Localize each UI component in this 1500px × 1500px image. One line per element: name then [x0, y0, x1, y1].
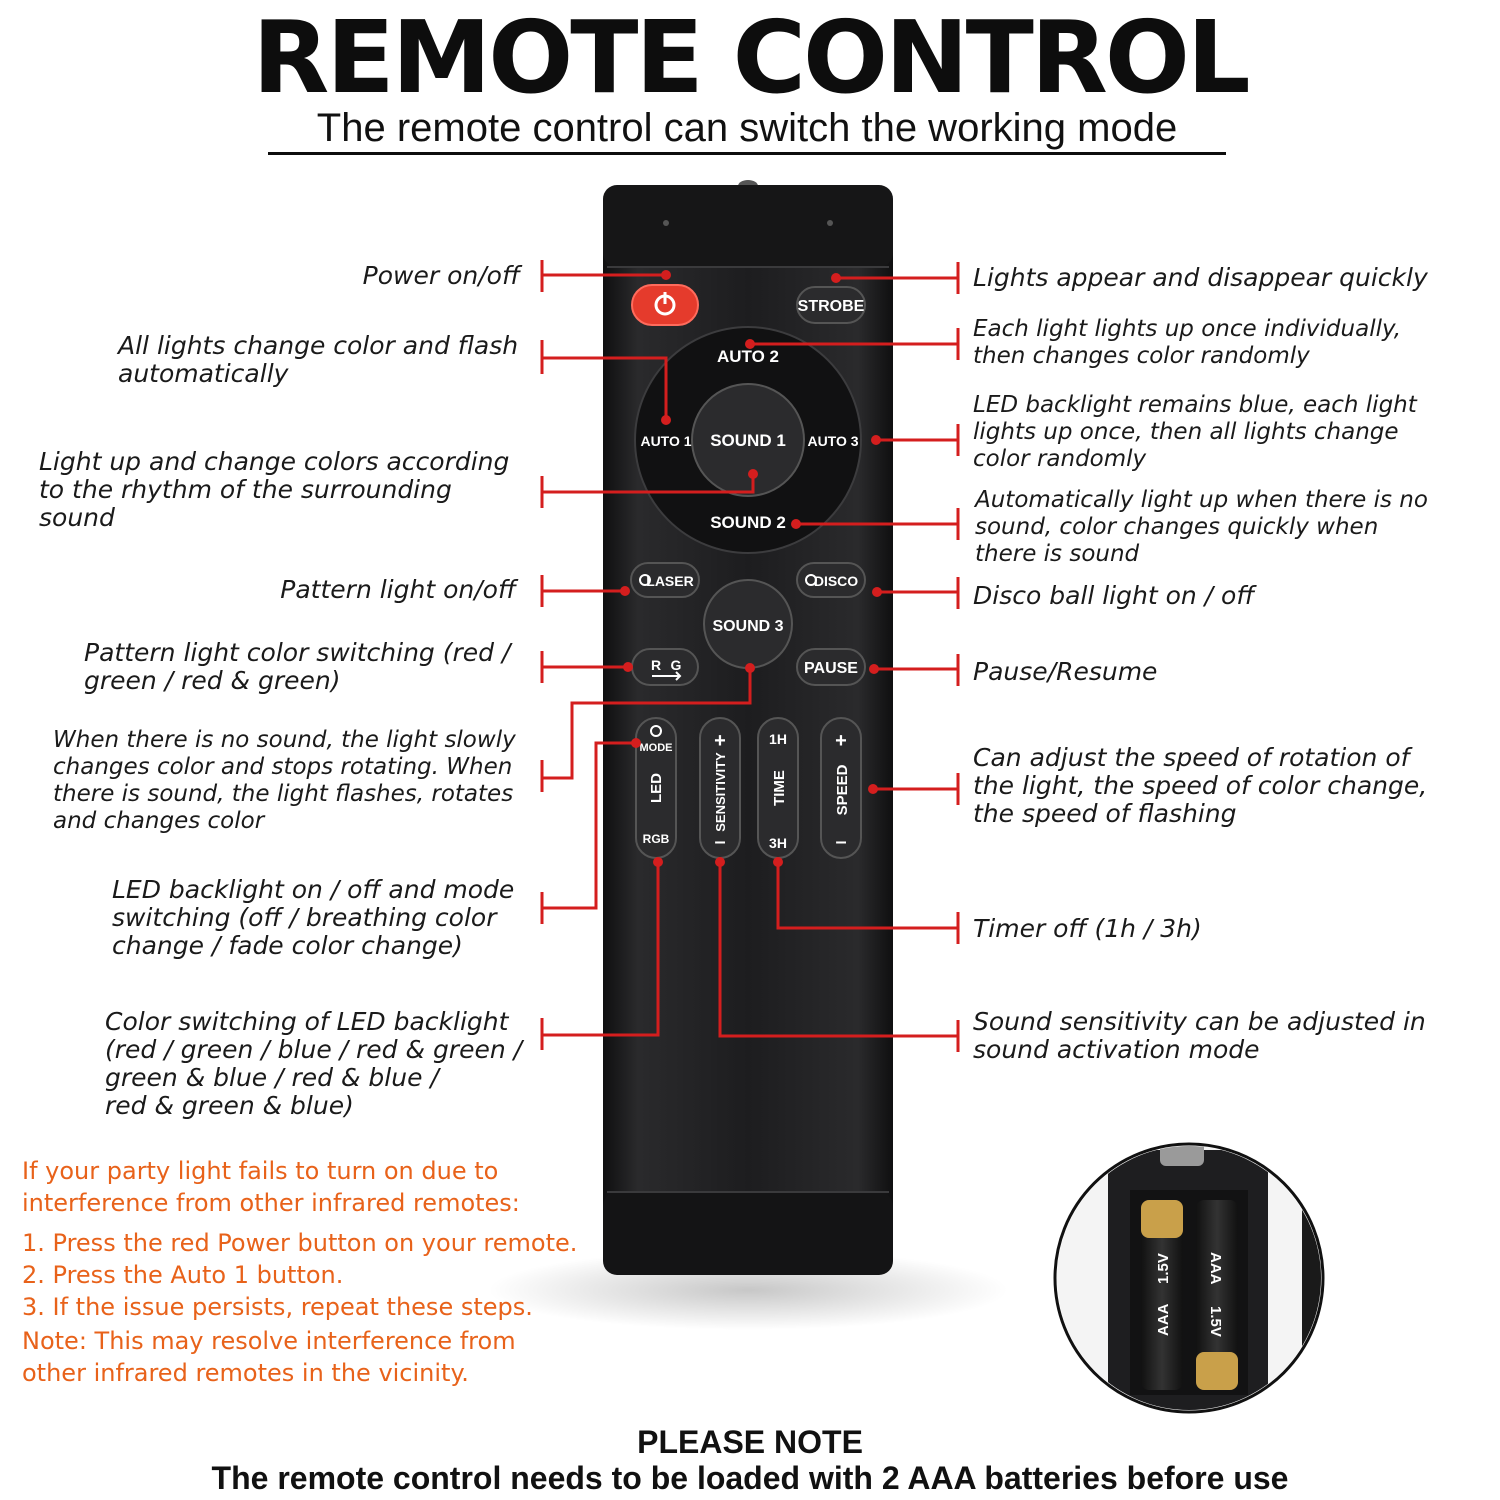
auto1-button[interactable]: AUTO 1 — [640, 433, 691, 449]
label-pause: Pause/Resume — [973, 657, 1158, 686]
power-icon — [650, 725, 662, 737]
troubleshoot-note: other infrared remotes in the vicinity. — [22, 1359, 469, 1387]
sound2-button[interactable]: SOUND 2 — [710, 513, 786, 532]
troubleshoot-note: Note: This may resolve interference from — [22, 1327, 516, 1355]
leader-auto1 — [540, 340, 668, 420]
page-subtitle: The remote control can switch the workin… — [268, 104, 1226, 155]
sound1-button[interactable] — [691, 383, 805, 497]
sound1-label: SOUND 1 — [710, 431, 786, 450]
leader-sound2 — [796, 508, 960, 540]
page-title: REMOTE CONTROL — [252, 0, 1250, 116]
laser-button[interactable]: LASER — [630, 562, 700, 598]
leader-sound1 — [540, 474, 755, 508]
label-rgb: Color switching of LED backlight(red / g… — [105, 1007, 523, 1120]
pause-label: PAUSE — [804, 660, 858, 677]
troubleshoot-step: 2. Press the Auto 1 button. — [22, 1261, 344, 1289]
pause-button[interactable]: PAUSE — [796, 648, 866, 686]
auto3-button[interactable]: AUTO 3 — [807, 433, 858, 449]
troubleshoot-line: interference from other infrared remotes… — [22, 1189, 520, 1217]
label-sound3: When there is no sound, the light slowly… — [53, 727, 516, 834]
sensitivity-minus: – — [714, 831, 725, 853]
swap-icon — [652, 671, 682, 681]
speed-plus: + — [835, 730, 847, 752]
sensitivity-plus: + — [714, 730, 726, 752]
mode-label: MODE — [640, 742, 673, 754]
label-disco: Disco ball light on / off — [973, 581, 1255, 610]
leader-rg — [540, 651, 628, 683]
battery-voltage-label: 1.5V — [1155, 1253, 1172, 1284]
timer-3h-label: 3H — [769, 835, 787, 851]
timer-1h-label: 1H — [769, 731, 787, 747]
leader-strobe — [836, 262, 960, 294]
strobe-button[interactable]: STROBE — [796, 286, 866, 324]
leader-sound3 — [540, 668, 752, 792]
please-note-text: The remote control needs to be loaded wi… — [211, 1460, 1289, 1496]
power-icon — [805, 574, 817, 586]
label-auto2: Each light lights up once individually,t… — [973, 316, 1402, 369]
auto2-button[interactable]: AUTO 2 — [717, 347, 779, 366]
sensitivity-rocker[interactable]: + SENSITIVITY – — [699, 717, 741, 859]
leader-pause — [874, 654, 960, 686]
mode-ring: AUTO 2 AUTO 1 AUTO 3 SOUND 1 SOUND 2 — [634, 326, 862, 554]
label-strobe: Lights appear and disappear quickly — [973, 263, 1428, 292]
led-label: LED — [648, 773, 665, 803]
leader-auto3 — [876, 424, 960, 456]
rg-r-label: R — [651, 657, 661, 673]
leader-mode — [540, 741, 636, 924]
power-button[interactable] — [631, 284, 699, 326]
leader-disco — [877, 577, 960, 609]
speed-minus: – — [835, 831, 846, 853]
leader-sensitivity — [718, 862, 960, 1052]
troubleshoot-step: 1. Press the red Power button on your re… — [22, 1229, 578, 1257]
battery-left: AAA 1.5V — [1141, 1200, 1183, 1390]
speed-rocker[interactable]: + SPEED – — [820, 717, 862, 859]
battery-inset: AAA 1.5V AAA 1.5V — [1053, 1142, 1325, 1414]
time-label: TIME — [771, 770, 788, 806]
rgb-label: RGB — [643, 832, 670, 846]
battery-right: AAA 1.5V — [1196, 1200, 1238, 1390]
speed-label: SPEED — [834, 764, 851, 815]
leader-power — [540, 260, 666, 292]
please-note-heading: PLEASE NOTE — [637, 1424, 863, 1460]
sound3-label: SOUND 3 — [712, 618, 783, 635]
sensitivity-label: SENSITIVITY — [713, 752, 728, 832]
label-time: Timer off (1h / 3h) — [973, 914, 1202, 943]
laser-label: LASER — [646, 573, 693, 589]
rg-g-label: G — [671, 657, 682, 673]
leader-rgb — [540, 862, 660, 1050]
rg-button[interactable]: R G — [631, 648, 699, 686]
battery-type-label: AAA — [1155, 1303, 1172, 1336]
troubleshoot-line: If your party light fails to turn on due… — [22, 1157, 499, 1185]
led-mode-rocker[interactable]: MODE LED RGB — [635, 717, 677, 859]
label-rg: Pattern light color switching (red /gree… — [84, 638, 511, 695]
leader-auto2 — [750, 328, 960, 360]
leader-speed — [873, 773, 960, 805]
sound3-button[interactable]: SOUND 3 — [703, 579, 793, 669]
label-laser: Pattern light on/off — [280, 575, 516, 604]
power-icon — [639, 574, 651, 586]
disco-button[interactable]: DISCO — [796, 562, 866, 598]
leader-laser — [540, 575, 625, 607]
leader-time — [776, 862, 960, 944]
timer-rocker[interactable]: 1H TIME 3H — [757, 717, 799, 859]
leader-dots — [620, 270, 882, 867]
battery-type-label: AAA — [1207, 1252, 1224, 1285]
battery-voltage-label: 1.5V — [1207, 1306, 1224, 1337]
leader-lines — [540, 260, 960, 1052]
label-power: Power on/off — [362, 261, 520, 290]
troubleshoot-step: 3. If the issue persists, repeat these s… — [22, 1293, 533, 1321]
strobe-label: STROBE — [798, 298, 865, 315]
disco-label: DISCO — [814, 573, 858, 589]
